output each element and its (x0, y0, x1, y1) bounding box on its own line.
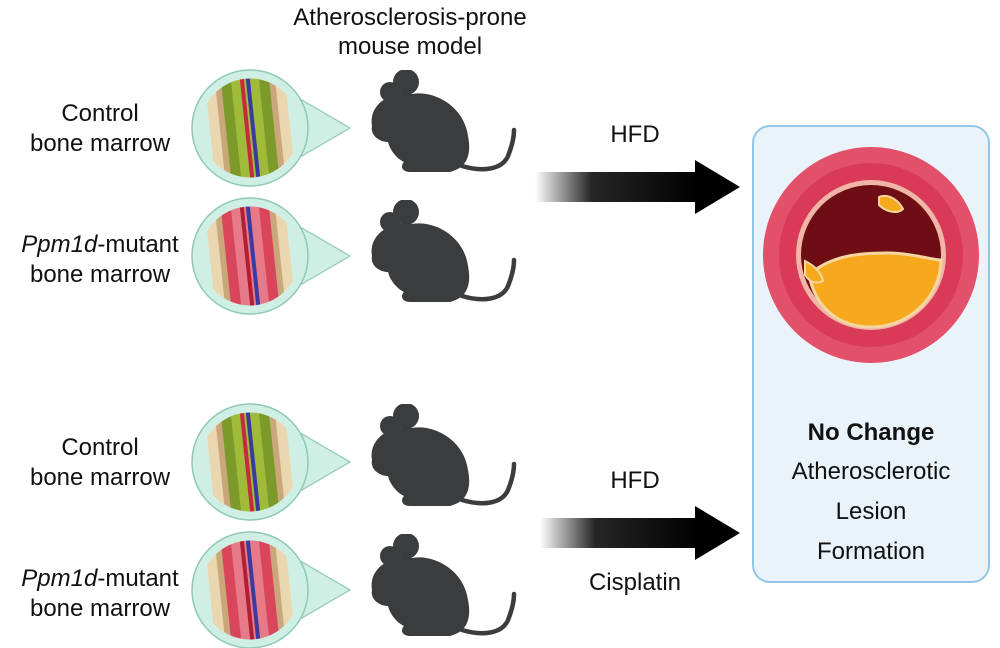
group1-control-label: Control bone marrow (0, 99, 200, 159)
mouse-icon-g1-control (372, 69, 514, 172)
marrow-lens-g1-mutant (191, 196, 352, 316)
label-line2: bone marrow (29, 595, 171, 622)
label-line2: bone marrow (29, 464, 171, 491)
model-title-line1: Atherosclerosis-prone (293, 4, 527, 31)
label-line2: bone marrow (29, 261, 171, 288)
marrow-lens-g2-mutant (191, 530, 352, 648)
group2-arrow-label: HFD (610, 467, 660, 494)
marrow-lens-g2-control (191, 402, 352, 522)
group1-mutant-label: Ppm1d-mutant bone marrow (0, 230, 200, 290)
marrow-lens-g1-control (191, 68, 352, 188)
mouse-icon-g1-mutant (372, 199, 514, 302)
group2-mutant-label: Ppm1d-mutant bone marrow (0, 564, 200, 624)
model-title: Atherosclerosis-prone mouse model (250, 3, 570, 61)
label-name: -mutant (97, 231, 179, 258)
group2-control-label: Control bone marrow (0, 433, 200, 493)
mouse-icon-g2-control (372, 403, 514, 506)
artery-cross-section (763, 147, 979, 363)
gene-name: Ppm1d (21, 565, 98, 592)
arrow-group2 (540, 506, 740, 560)
gene-name: Ppm1d (21, 231, 98, 258)
result-headline: No Change (807, 419, 935, 446)
result-line1: Atherosclerotic (791, 458, 951, 485)
arrow-group1 (535, 160, 740, 214)
mouse-icon-g2-mutant (372, 533, 514, 636)
group2-arrow-sublabel: Cisplatin (588, 569, 682, 596)
result-line3: Formation (816, 538, 926, 565)
group1-arrow-label: HFD (610, 121, 660, 148)
label-name: -mutant (97, 565, 179, 592)
label-name: Control (61, 100, 139, 127)
model-title-line2: mouse model (337, 33, 483, 60)
label-name: Control (61, 434, 139, 461)
label-line2: bone marrow (29, 130, 171, 157)
result-line2: Lesion (835, 498, 907, 525)
